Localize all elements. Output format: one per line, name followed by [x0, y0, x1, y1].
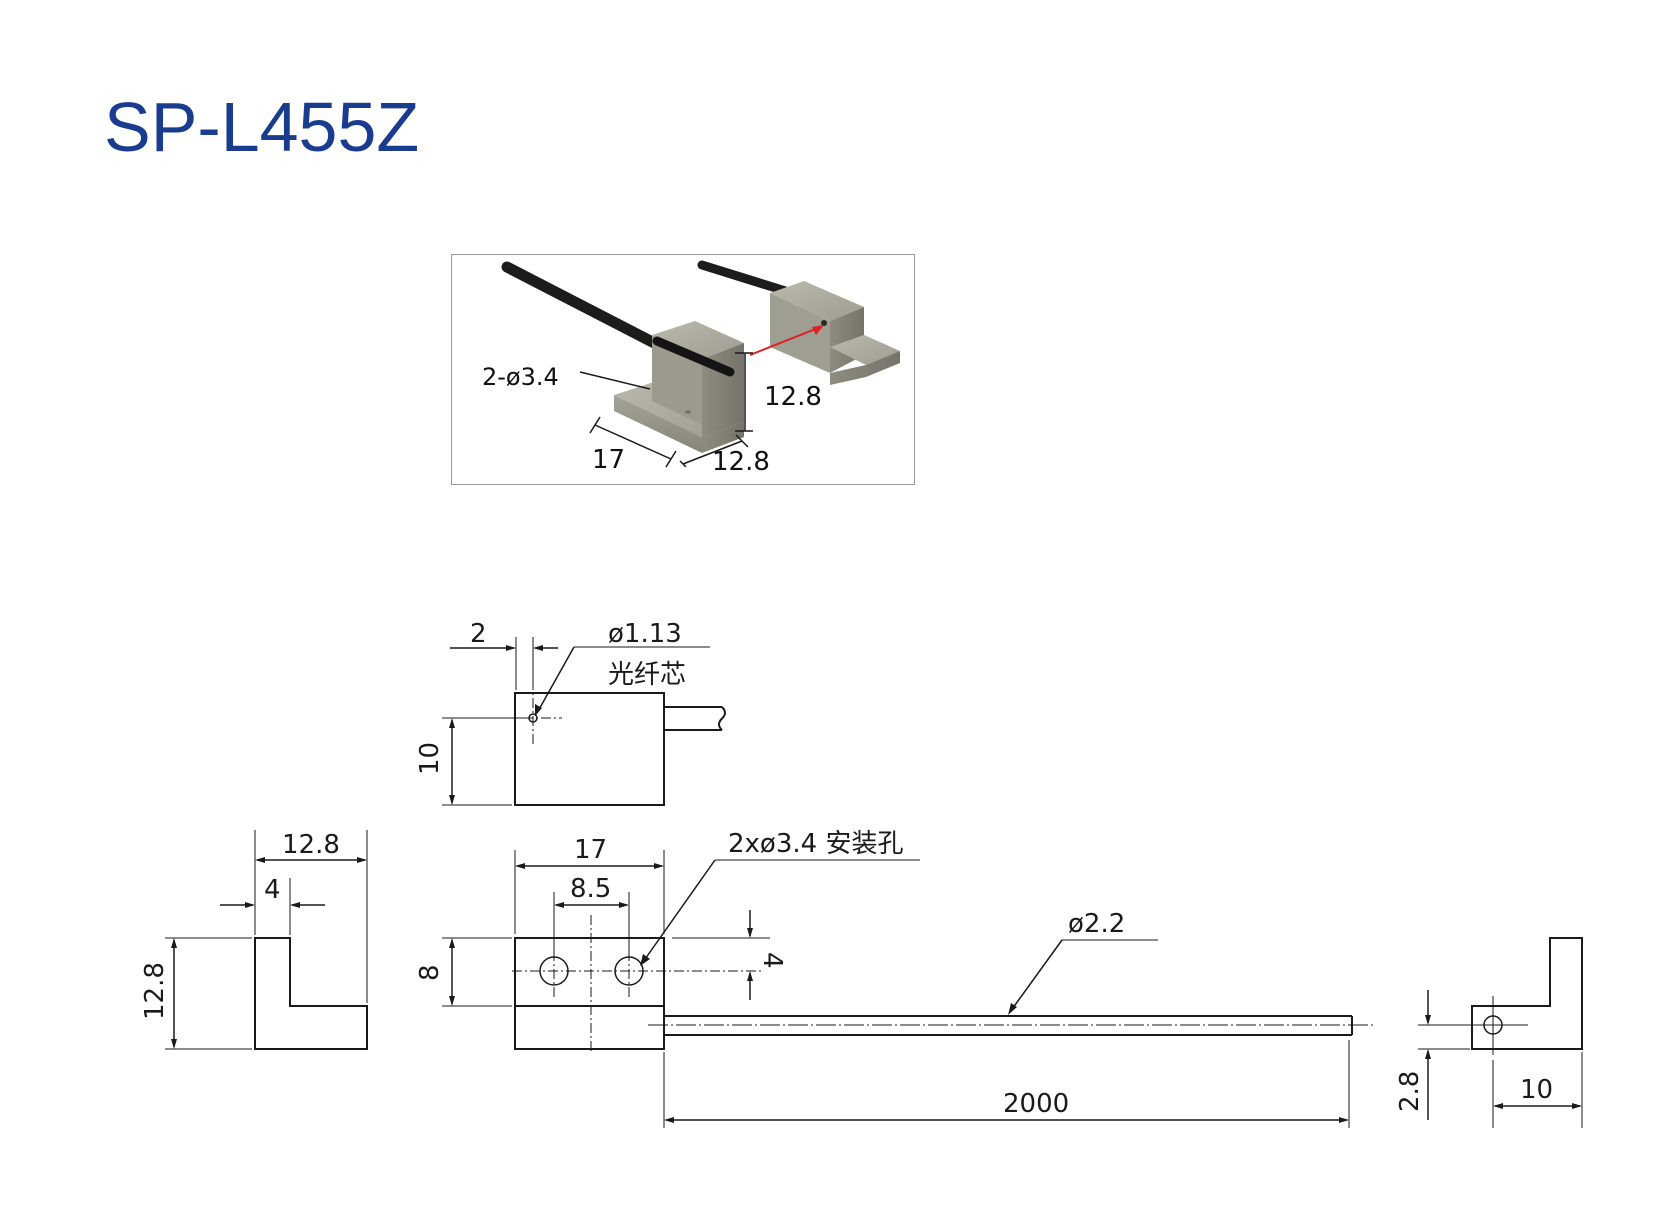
- side-height-label: 12.8: [140, 962, 170, 1020]
- front-length-label: 17: [574, 835, 607, 865]
- top-height-label: 10: [415, 742, 445, 775]
- top-view: [442, 637, 726, 806]
- cable-length-label: 2000: [1003, 1089, 1069, 1119]
- fiber-cable: [501, 261, 668, 353]
- end-offset-label: 2.8: [1395, 1071, 1425, 1112]
- sensor-block-right: [770, 281, 900, 385]
- fiber-cable: [697, 260, 797, 298]
- front-height-label: 8: [415, 964, 445, 981]
- length-label: 17: [592, 445, 625, 475]
- top-offset-label: 2: [470, 619, 487, 649]
- front-pitch-label: 8.5: [570, 874, 611, 904]
- depth-label: 12.8: [712, 447, 770, 477]
- product-photo: 2-ø3.4 12.8 17 12.8: [451, 254, 915, 485]
- page-title: SP-L455Z: [104, 88, 420, 166]
- core-diameter-label: ø1.13: [608, 619, 682, 649]
- hole-label: 2-ø3.4: [482, 363, 559, 391]
- side-view: [165, 830, 368, 1050]
- front-view: [442, 850, 920, 1052]
- side-width-label: 12.8: [282, 830, 340, 860]
- core-name-label: 光纤芯: [608, 660, 686, 690]
- side-inner-label: 4: [264, 875, 281, 905]
- mounting-hole-label: 2xø3.4 安装孔: [728, 829, 903, 859]
- end-view: [1418, 937, 1583, 1128]
- cable-diameter-label: ø2.2: [1068, 909, 1125, 939]
- height-label: 12.8: [764, 382, 822, 412]
- sensor-block-left: [614, 321, 744, 453]
- end-width-label: 10: [1520, 1075, 1553, 1105]
- technical-drawing: 2 ø1.13 光纤芯 10 12.8 4 12.8 17 8.5 8 2xø3…: [140, 619, 1583, 1128]
- hole-center-label: 4: [757, 952, 787, 969]
- cable-view: [648, 939, 1375, 1128]
